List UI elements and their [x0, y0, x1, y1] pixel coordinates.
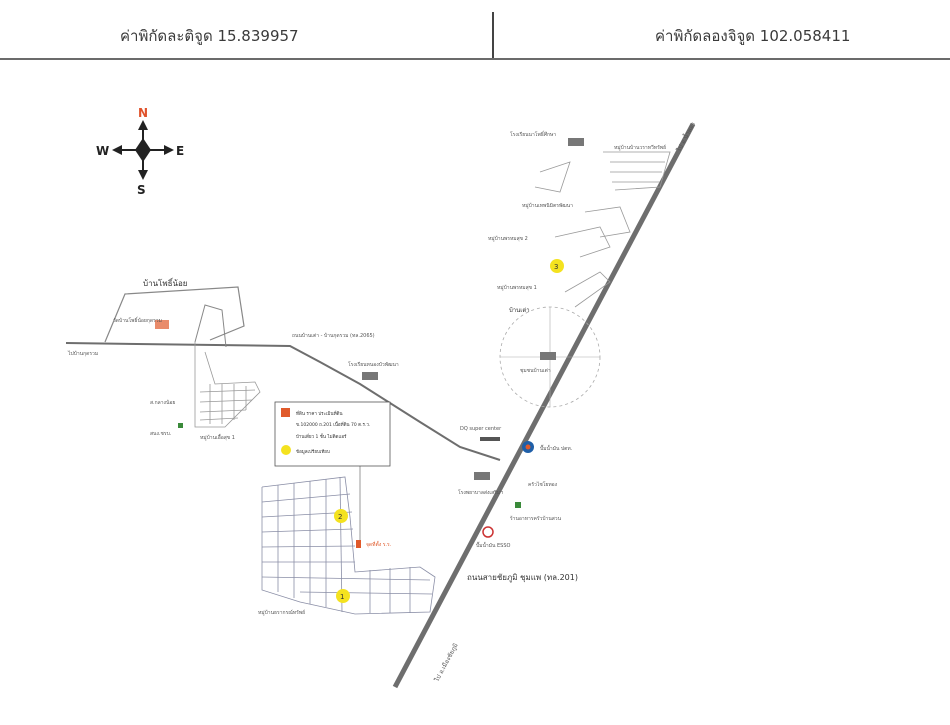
highway-201 [392, 122, 696, 689]
village-ua-suk-label: หมู่บ้านเอื้อสุข 1 [200, 432, 235, 441]
village-top-right [534, 151, 671, 193]
school-top-right-icon [568, 138, 584, 146]
longitude-text: ค่าพิกัดลองจิจูด 102.058411 [655, 27, 851, 45]
svg-text:ข้อมูลเปรียบเทียบ: ข้อมูลเปรียบเทียบ [296, 449, 330, 455]
shop-icon [515, 502, 521, 508]
road-label-bottom: ไป อ.เมืองชัยภูมิ [432, 642, 459, 684]
svg-text:หมู่บ้านพรหมสุข 2: หมู่บ้านพรหมสุข 2 [488, 235, 528, 242]
svg-text:หมู่บ้านบ้านวราทวีทรัพย์: หมู่บ้านบ้านวราทวีทรัพย์ [614, 144, 666, 151]
svg-text:จุดที่ตั้ง ร.ร.: จุดที่ตั้ง ร.ร. [366, 539, 392, 548]
map-legend: ที่ดิน ราคา ประเมินที่ดิน ข.102000 ถ.201… [274, 401, 391, 542]
svg-text:ที่ดิน ราคา ประเมินที่ดิน: ที่ดิน ราคา ประเมินที่ดิน [296, 410, 343, 417]
svg-text:ร้านอาหารครัวบ้านสวน: ร้านอาหารครัวบ้านสวน [510, 515, 562, 522]
road-2065 [65, 342, 501, 461]
road-left-label: ไปบ้านกุดรวม [67, 350, 98, 357]
marker-2: 2 [334, 509, 348, 523]
svg-text:3: 3 [554, 263, 558, 271]
svg-text:บ้านเต่า: บ้านเต่า [509, 307, 530, 314]
svg-text:2: 2 [338, 513, 342, 521]
svg-text:ครัวไชโยทอง: ครัวไชโยทอง [528, 481, 558, 488]
svg-text:ข.102000 ถ.201 เนื้อที่ดิน 70: ข.102000 ถ.201 เนื้อที่ดิน 70 ต.ร.ว. [296, 421, 370, 428]
village-pho-noi: บ้านโพธิ์น้อย วัดบ้านโพธิ์น้อยกุดรวม [104, 277, 245, 348]
header-divider [492, 12, 494, 58]
map-svg: N S E W ไป อ.น้ำพอง ไป อ.เมืองชัยภูมิ ถน… [65, 106, 697, 689]
svg-text:สนง.ชรบ.: สนง.ชรบ. [150, 431, 172, 437]
village-tharakorn-label: หมู่บ้านธรากรณ์ทรัพย์ [258, 609, 305, 616]
compass-w: W [96, 144, 109, 158]
village-ua-suk-1 [194, 342, 261, 428]
svg-text:โรงพยาบาลส่งเสริมฯ: โรงพยาบาลส่งเสริมฯ [458, 489, 503, 496]
compass-s: S [137, 183, 146, 197]
svg-text:วัดบ้านโพธิ์น้อยกุดรวม: วัดบ้านโพธิ์น้อยกุดรวม [113, 316, 162, 324]
svg-text:ชุมชนบ้านเต่า: ชุมชนบ้านเต่า [520, 367, 551, 374]
school-icon [362, 372, 378, 380]
gas-station-2: ปั๊มน้ำมัน ESSO [476, 526, 511, 549]
marker-3: 3 [550, 259, 564, 273]
svg-text:ปั๊มน้ำมัน ESSO: ปั๊มน้ำมัน ESSO [476, 540, 511, 549]
svg-text:ส.กลางน้อย: ส.กลางน้อย [150, 399, 175, 406]
road-center-label: ถนนบ้านเต่า - บ้านกุดรวม (ทล.2065) [292, 332, 375, 339]
latitude-text: ค่าพิกัดละติจูด 15.839957 [120, 27, 299, 45]
small-marker [178, 423, 183, 428]
location-map: N S E W ไป อ.น้ำพอง ไป อ.เมืองชัยภูมิ ถน… [0, 62, 950, 721]
villages-right-middle [554, 206, 631, 308]
svg-text:หมู่บ้านเทพนิมิตรพัฒนา: หมู่บ้านเทพนิมิตรพัฒนา [522, 202, 573, 209]
svg-text:1: 1 [340, 593, 344, 601]
svg-text:หมู่บ้านพรหมสุข 1: หมู่บ้านพรหมสุข 1 [497, 284, 537, 291]
svg-text:บ้านโพธิ์น้อย: บ้านโพธิ์น้อย [143, 277, 187, 288]
coordinates-header: ค่าพิกัดละติจูด 15.839957 ค่าพิกัดลองจิจ… [0, 0, 950, 60]
gas-station-1: ปั๊มน้ำมัน ปตท. [522, 441, 573, 453]
svg-text:DQ super center: DQ super center [460, 426, 502, 432]
svg-text:โรงเรียนนาโพธิ์ศึกษา: โรงเรียนนาโพธิ์ศึกษา [510, 130, 556, 138]
site-marker [356, 540, 361, 548]
marker-1: 1 [336, 589, 350, 603]
compass-n: N [138, 106, 148, 120]
svg-text:บ้านเดี่ยว 1 ชั้น ไม่ติดแอร์: บ้านเดี่ยว 1 ชั้น ไม่ติดแอร์ [296, 433, 347, 440]
svg-text:โรงเรียนหนองบัวพัฒนา: โรงเรียนหนองบัวพัฒนา [348, 361, 399, 368]
compass-rose: N S E W [96, 106, 184, 197]
hospital-icon [474, 472, 490, 480]
highway-label: ถนนสายชัยภูมิ ชุมแพ (ทล.201) [467, 573, 578, 583]
super-center-icon [480, 437, 500, 441]
svg-text:ปั๊มน้ำมัน ปตท.: ปั๊มน้ำมัน ปตท. [540, 443, 573, 452]
ban-tao-area: บ้านเต่า ชุมชนบ้านเต่า [499, 306, 601, 408]
compass-e: E [176, 144, 184, 158]
road-label-top: ไป อ.น้ำพอง [672, 120, 696, 154]
